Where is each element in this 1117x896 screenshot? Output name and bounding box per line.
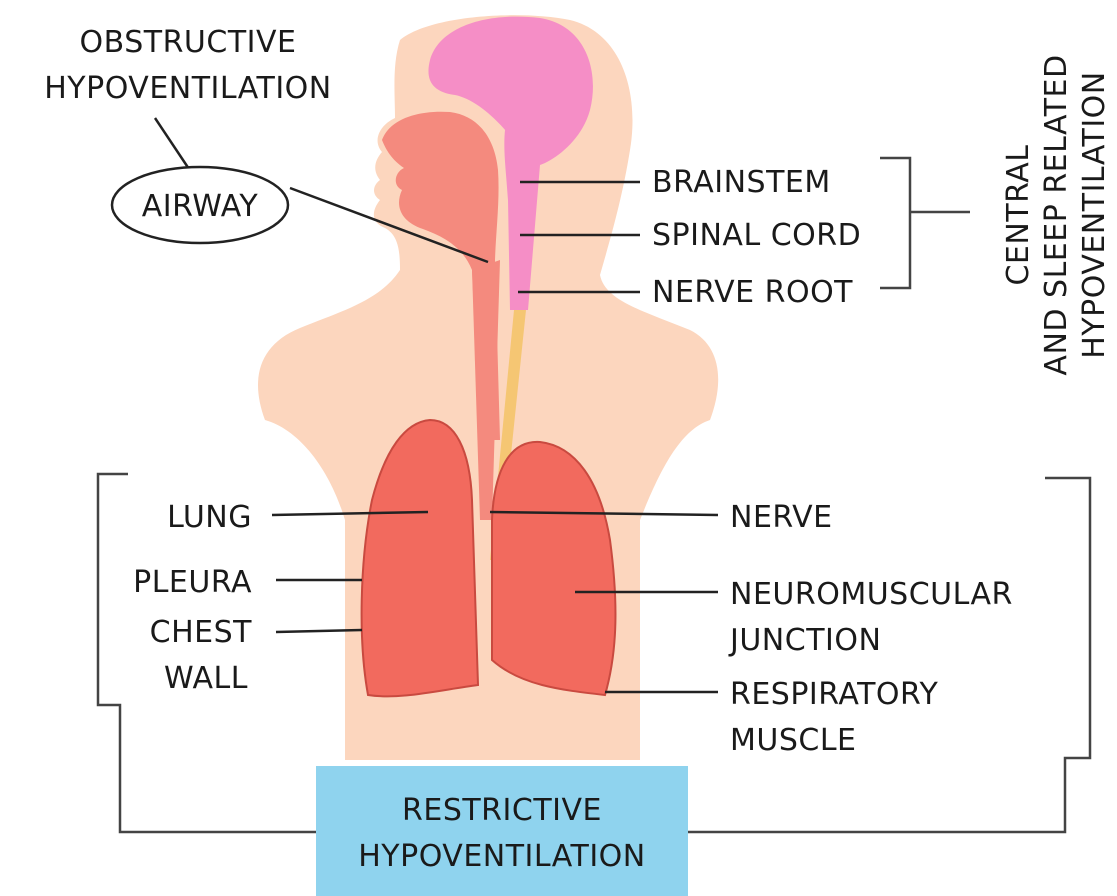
airway-label: AIRWAY xyxy=(142,189,259,224)
central-label-line3: HYPOVENTILATION xyxy=(1077,71,1112,358)
pleura-label: PLEURA xyxy=(133,565,252,600)
chest-label-line2: WALL xyxy=(164,661,248,696)
restrictive-label-line1: RESTRICTIVE xyxy=(402,793,602,828)
central-label-line2: AND SLEEP RELATED xyxy=(1039,54,1074,375)
nmj-label-line1: NEUROMUSCULAR xyxy=(730,577,1013,612)
central-bracket xyxy=(880,158,970,288)
nerve-root-label: NERVE ROOT xyxy=(652,275,853,310)
obstructive-label-line1: OBSTRUCTIVE xyxy=(80,25,297,60)
lung-label: LUNG xyxy=(167,500,252,535)
resp-label-line2: MUSCLE xyxy=(730,723,857,758)
obstructive-label-line2: HYPOVENTILATION xyxy=(44,71,331,106)
restrictive-label-line2: HYPOVENTILATION xyxy=(358,839,645,874)
restrictive-box xyxy=(316,766,688,896)
brainstem-label: BRAINSTEM xyxy=(652,165,831,200)
nerve-label: NERVE xyxy=(730,500,833,535)
nmj-label-line2: JUNCTION xyxy=(728,623,881,658)
resp-label-line1: RESPIRATORY xyxy=(730,677,938,712)
central-label-line1: CENTRAL xyxy=(1001,144,1036,285)
chest-label-line1: CHEST xyxy=(150,615,253,650)
spinal-cord-label: SPINAL CORD xyxy=(652,218,861,253)
